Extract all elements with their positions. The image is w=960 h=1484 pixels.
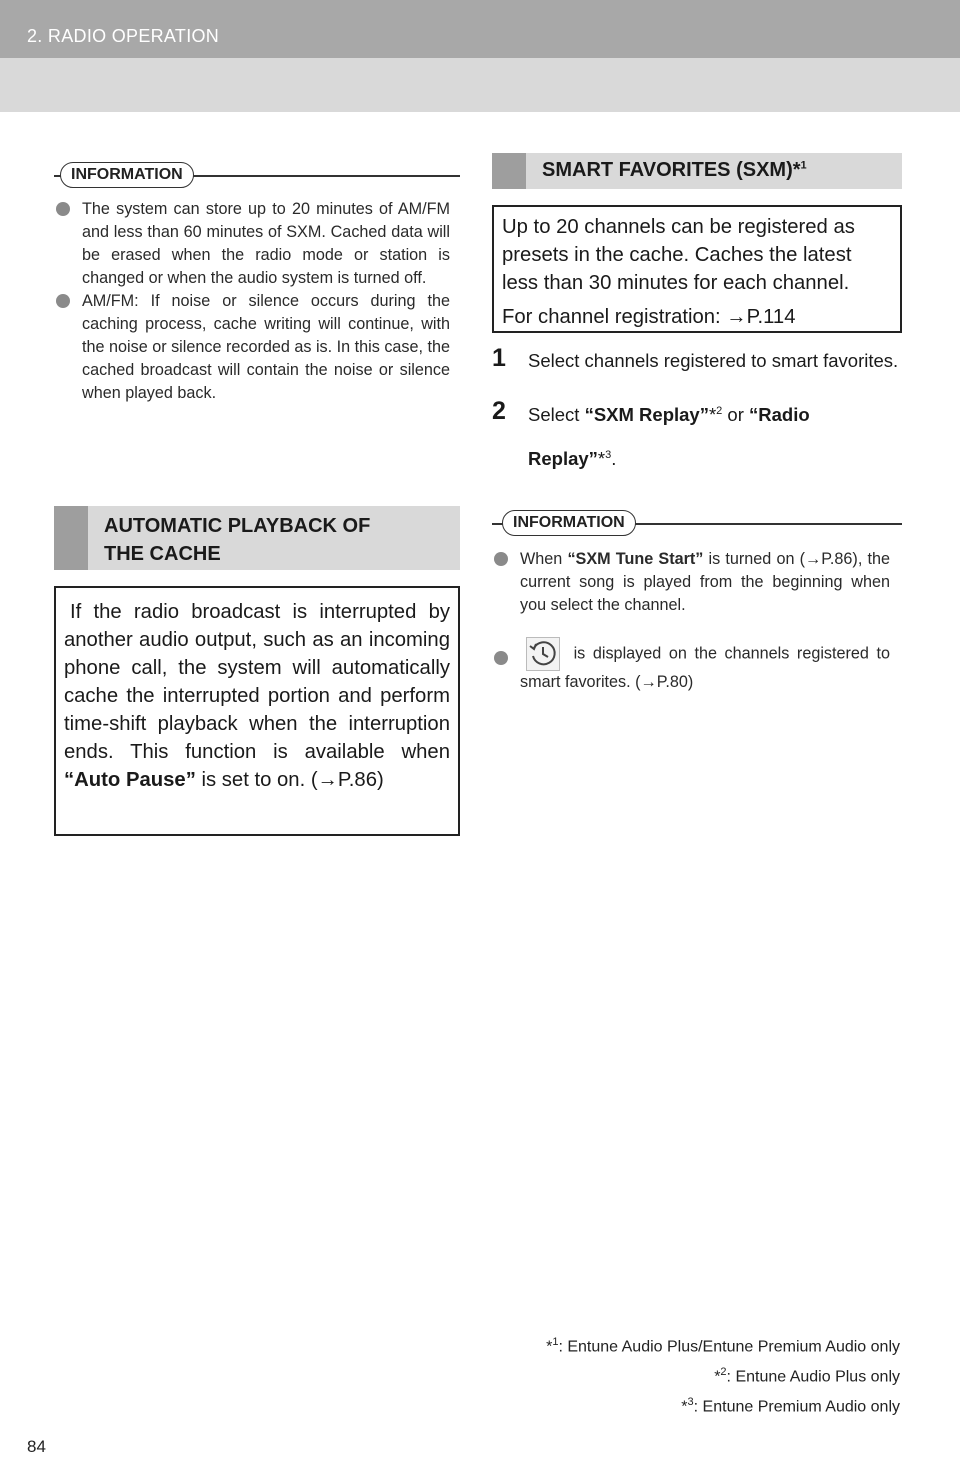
section-title: 2. RADIO OPERATION [27, 26, 220, 46]
list-item: The system can store up to 20 minutes of… [54, 198, 450, 290]
body-text: is set to on. (→P.86) [195, 769, 384, 791]
page-number: 84 [27, 1437, 46, 1456]
footnotes: *1: Entune Audio Plus/Entune Premium Aud… [546, 1330, 900, 1419]
footnote: *1: Entune Audio Plus/Entune Premium Aud… [546, 1336, 900, 1356]
heading-line: THE CACHE [104, 543, 221, 565]
step-2: 2 Select “SXM Replay”*2 or “Radio Replay… [492, 391, 902, 479]
sxm-tune-start-option: “SXM Tune Start” [567, 550, 704, 568]
footnote: *3: Entune Premium Audio only [681, 1395, 900, 1415]
auto-playback-box: If the radio broadcast is interrupted by… [54, 586, 460, 836]
left-information: INFORMATION The system can store up to 2… [54, 160, 460, 405]
sxm-replay-option: “SXM Replay” [584, 404, 709, 426]
step-text: Select channels registered to smart favo… [528, 350, 899, 371]
list-item: AM/FM: If noise or silence occurs during… [54, 290, 450, 405]
list-item: is displayed on the channels registered … [492, 637, 890, 694]
heading-tab [54, 506, 88, 570]
heading-tab [492, 153, 526, 189]
info-bullets: When “SXM Tune Start” is turned on (→P.8… [492, 548, 890, 694]
bullet-icon [494, 651, 508, 665]
info-bullets: The system can store up to 20 minutes of… [54, 198, 450, 405]
box-text: Up to 20 channels can be registered as p… [502, 216, 855, 294]
section-heading: AUTOMATIC PLAYBACK OF THE CACHE [54, 506, 460, 570]
list-item: When “SXM Tune Start” is turned on (→P.8… [492, 548, 890, 617]
step-1: 1 Select channels registered to smart fa… [492, 344, 902, 377]
box-ref: For channel registration: →P.114 [502, 306, 796, 328]
heading-text: SMART FAVORITES (SXM)* [542, 159, 801, 181]
right-information: INFORMATION When “SXM Tune Start” is tur… [492, 508, 902, 694]
auto-playback-section: AUTOMATIC PLAYBACK OF THE CACHE If the r… [54, 506, 460, 836]
heading-line: AUTOMATIC PLAYBACK OF [104, 515, 371, 537]
footnote: *2: Entune Audio Plus only [714, 1365, 900, 1386]
step-number: 2 [492, 397, 506, 425]
smart-favorites-section: SMART FAVORITES (SXM)*1 Up to 20 channel… [492, 153, 902, 479]
clock-icon [526, 637, 560, 671]
information-label: INFORMATION [502, 510, 636, 536]
section-heading: SMART FAVORITES (SXM)*1 [492, 153, 902, 189]
bullet-icon [56, 202, 70, 216]
step-number: 1 [492, 344, 506, 372]
information-label: INFORMATION [60, 162, 194, 188]
info-rule [54, 175, 460, 177]
smart-favorites-box: Up to 20 channels can be registered as p… [492, 205, 902, 333]
info-rule [492, 523, 902, 525]
page-header [0, 0, 960, 112]
body-text: If the radio broadcast is interrupted by… [64, 601, 450, 763]
bullet-icon [494, 552, 508, 566]
bullet-icon [56, 294, 70, 308]
radio-replay-option: “Radio Replay” [528, 404, 810, 470]
auto-pause-option: “Auto Pause” [64, 769, 196, 791]
